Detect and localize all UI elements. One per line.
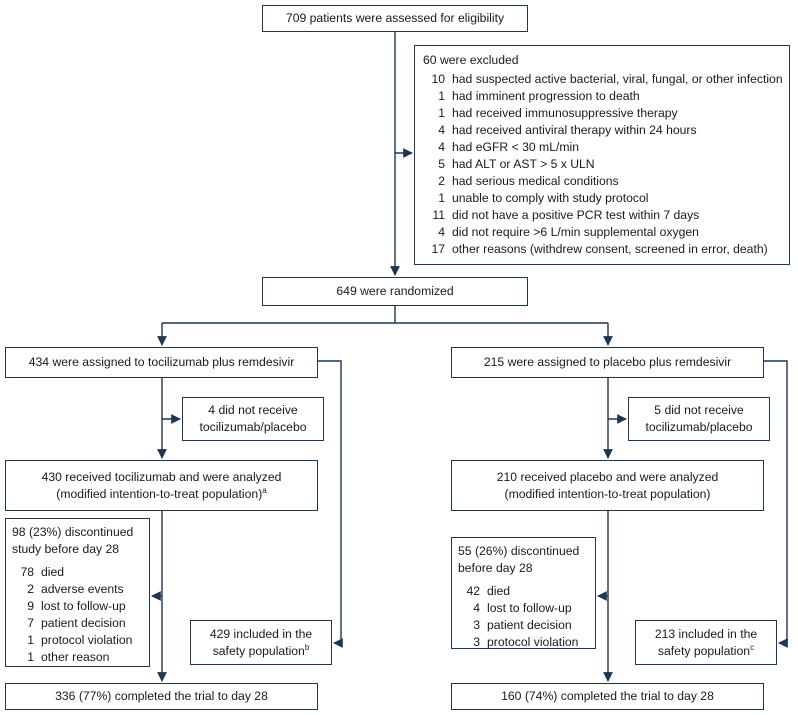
footnote-b: b [304,642,310,652]
right-assigned-text: 215 were assigned to placebo plus remdes… [483,355,732,369]
left-assigned-text: 434 were assigned to tocilizumab plus re… [28,355,295,369]
left-completed-text: 336 (77%) completed the trial to day 28 [55,689,268,703]
right-analyzed-box: 210 received placebo and were analyzed (… [451,460,764,511]
right-safety-connector [764,360,788,648]
assessed-text: 709 patients were assessed for eligibili… [285,11,505,25]
left-assigned-box: 434 were assigned to tocilizumab plus re… [5,347,318,378]
left-discontinued-box: 98 (23%) discontinued study before day 2… [5,518,150,667]
assessed-box: 709 patients were assessed for eligibili… [262,5,528,32]
left-safety-connector [318,360,343,648]
right-not-received-box: 5 did not receive tocilizumab/placebo [628,397,770,441]
excluded-title: 60 were excluded [423,53,519,67]
left-not-received-box: 4 did not receive tocilizumab/placebo [182,397,324,441]
right-assigned-box: 215 were assigned to placebo plus remdes… [451,347,764,378]
footnote-a: a [262,485,267,495]
left-safety-box: 429 included in the safety populationb [190,620,332,665]
right-safety-box: 213 included in the safety populationc [635,620,777,665]
right-completed-text: 160 (74%) completed the trial to day 28 [501,689,714,703]
randomized-text: 649 were randomized [336,284,454,298]
randomized-box: 649 were randomized [262,277,528,306]
footnote-c: c [750,642,755,652]
left-analyzed-box: 430 received tocilizumab and were analyz… [5,460,318,511]
right-completed-box: 160 (74%) completed the trial to day 28 [451,683,764,710]
left-completed-box: 336 (77%) completed the trial to day 28 [5,683,318,710]
